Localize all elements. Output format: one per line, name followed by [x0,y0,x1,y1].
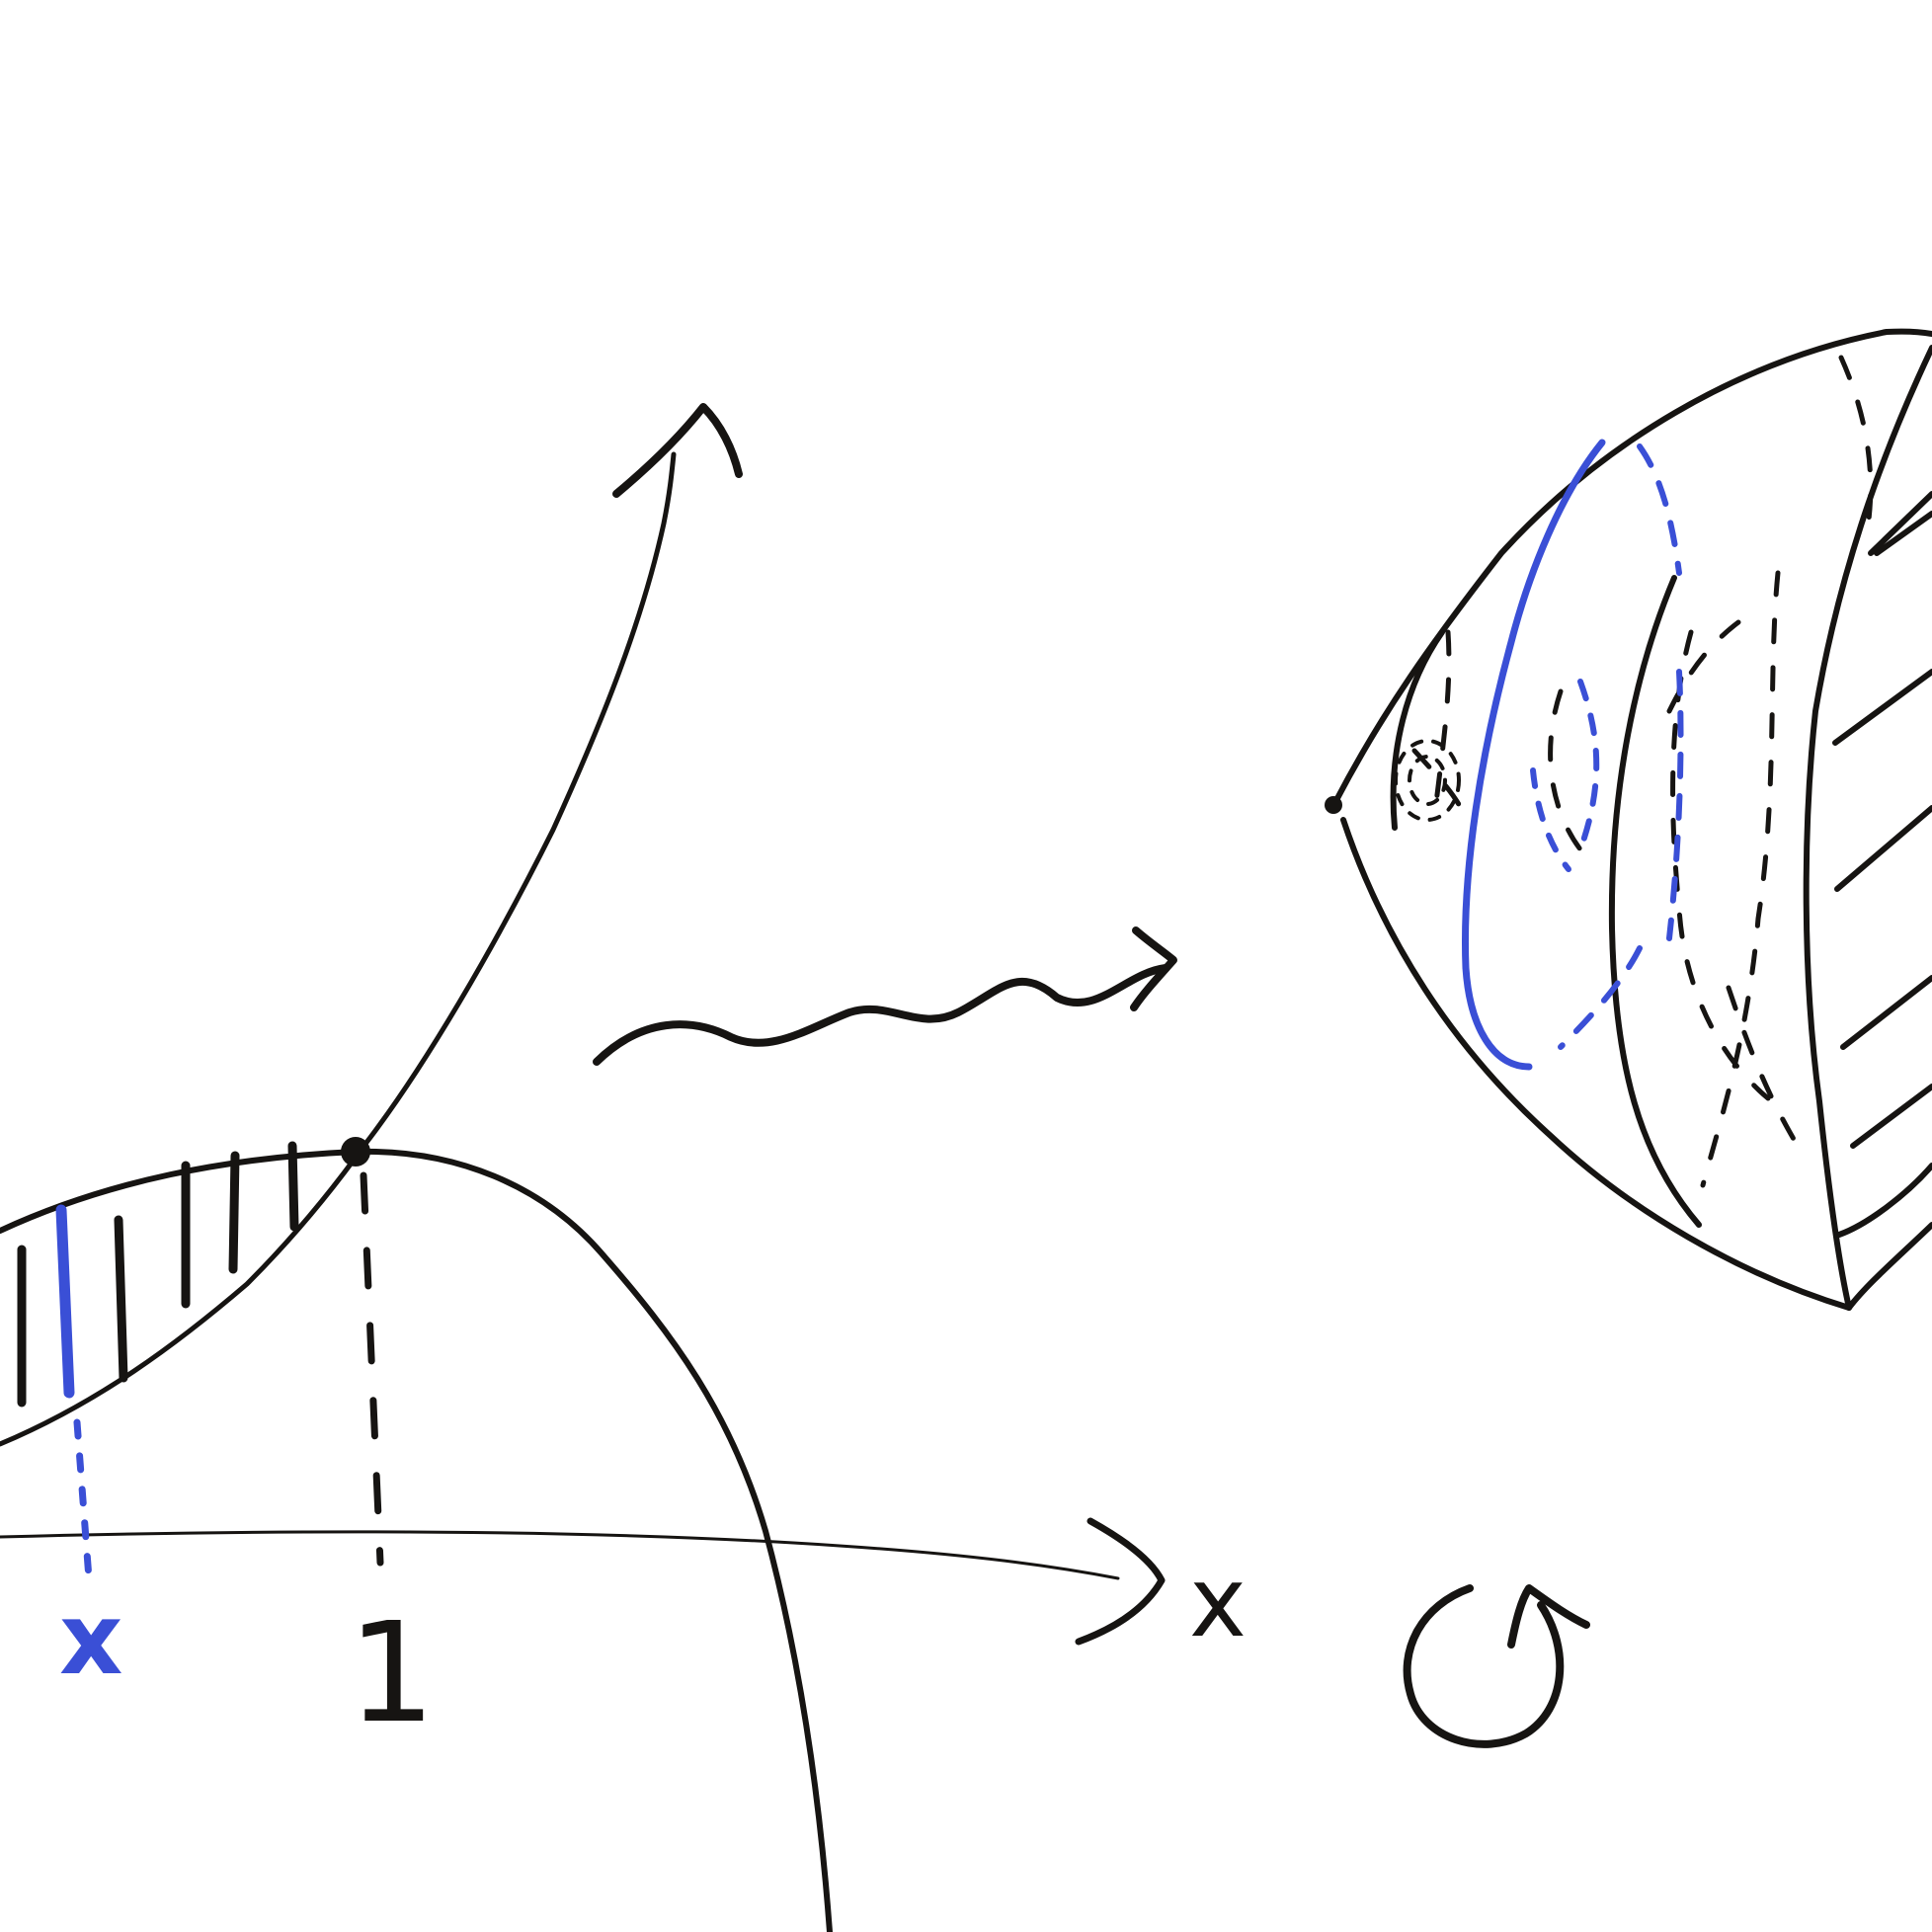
solid-of-revolution-sketch [1325,328,1932,1311]
inner-arc-middle [1608,575,1702,1228]
curly-arrow-icon [593,926,1177,1066]
solid-bottom-edge [1340,817,1852,1311]
sample-point-label: x [59,1581,123,1697]
sample-slice-hidden-bottom [1558,945,1643,1050]
x-axis-label: x [1189,1547,1247,1659]
inner-arc-right [1803,345,1932,1311]
plane-region-sketch: x x 1 [0,403,1247,1932]
solid-apex [1325,796,1342,814]
upper-curve-arrowhead [612,403,743,498]
intersection-dropline [360,1171,384,1567]
right-lip [1846,1222,1932,1311]
hidden-dashed-curves [1411,355,1874,1188]
region-hatching [17,1141,299,1408]
solid-top-edge [1332,328,1932,805]
sample-dropline [73,1418,93,1582]
sample-slice-inner-2 [1530,767,1571,872]
apex-rings [1394,739,1461,822]
inner-arc-left [1390,629,1445,831]
x-axis-arrowhead [1075,1517,1166,1646]
x-axis-line [0,1530,1120,1580]
right-lip-2 [1836,1163,1932,1238]
sample-slice-inner [1577,679,1600,852]
sample-strip [55,1204,75,1399]
intersection-point [341,1137,370,1167]
lower-curve [0,1148,833,1932]
upper-curve [0,451,677,1447]
sample-slice-hidden-top [1637,443,1682,576]
rotation-arrow-icon [1403,1584,1590,1748]
solid-hatching [1832,491,1932,1149]
sample-slice-hidden-middle [1666,669,1684,941]
intersection-label: 1 [348,1593,436,1754]
sample-slice-solid [1462,439,1606,1071]
